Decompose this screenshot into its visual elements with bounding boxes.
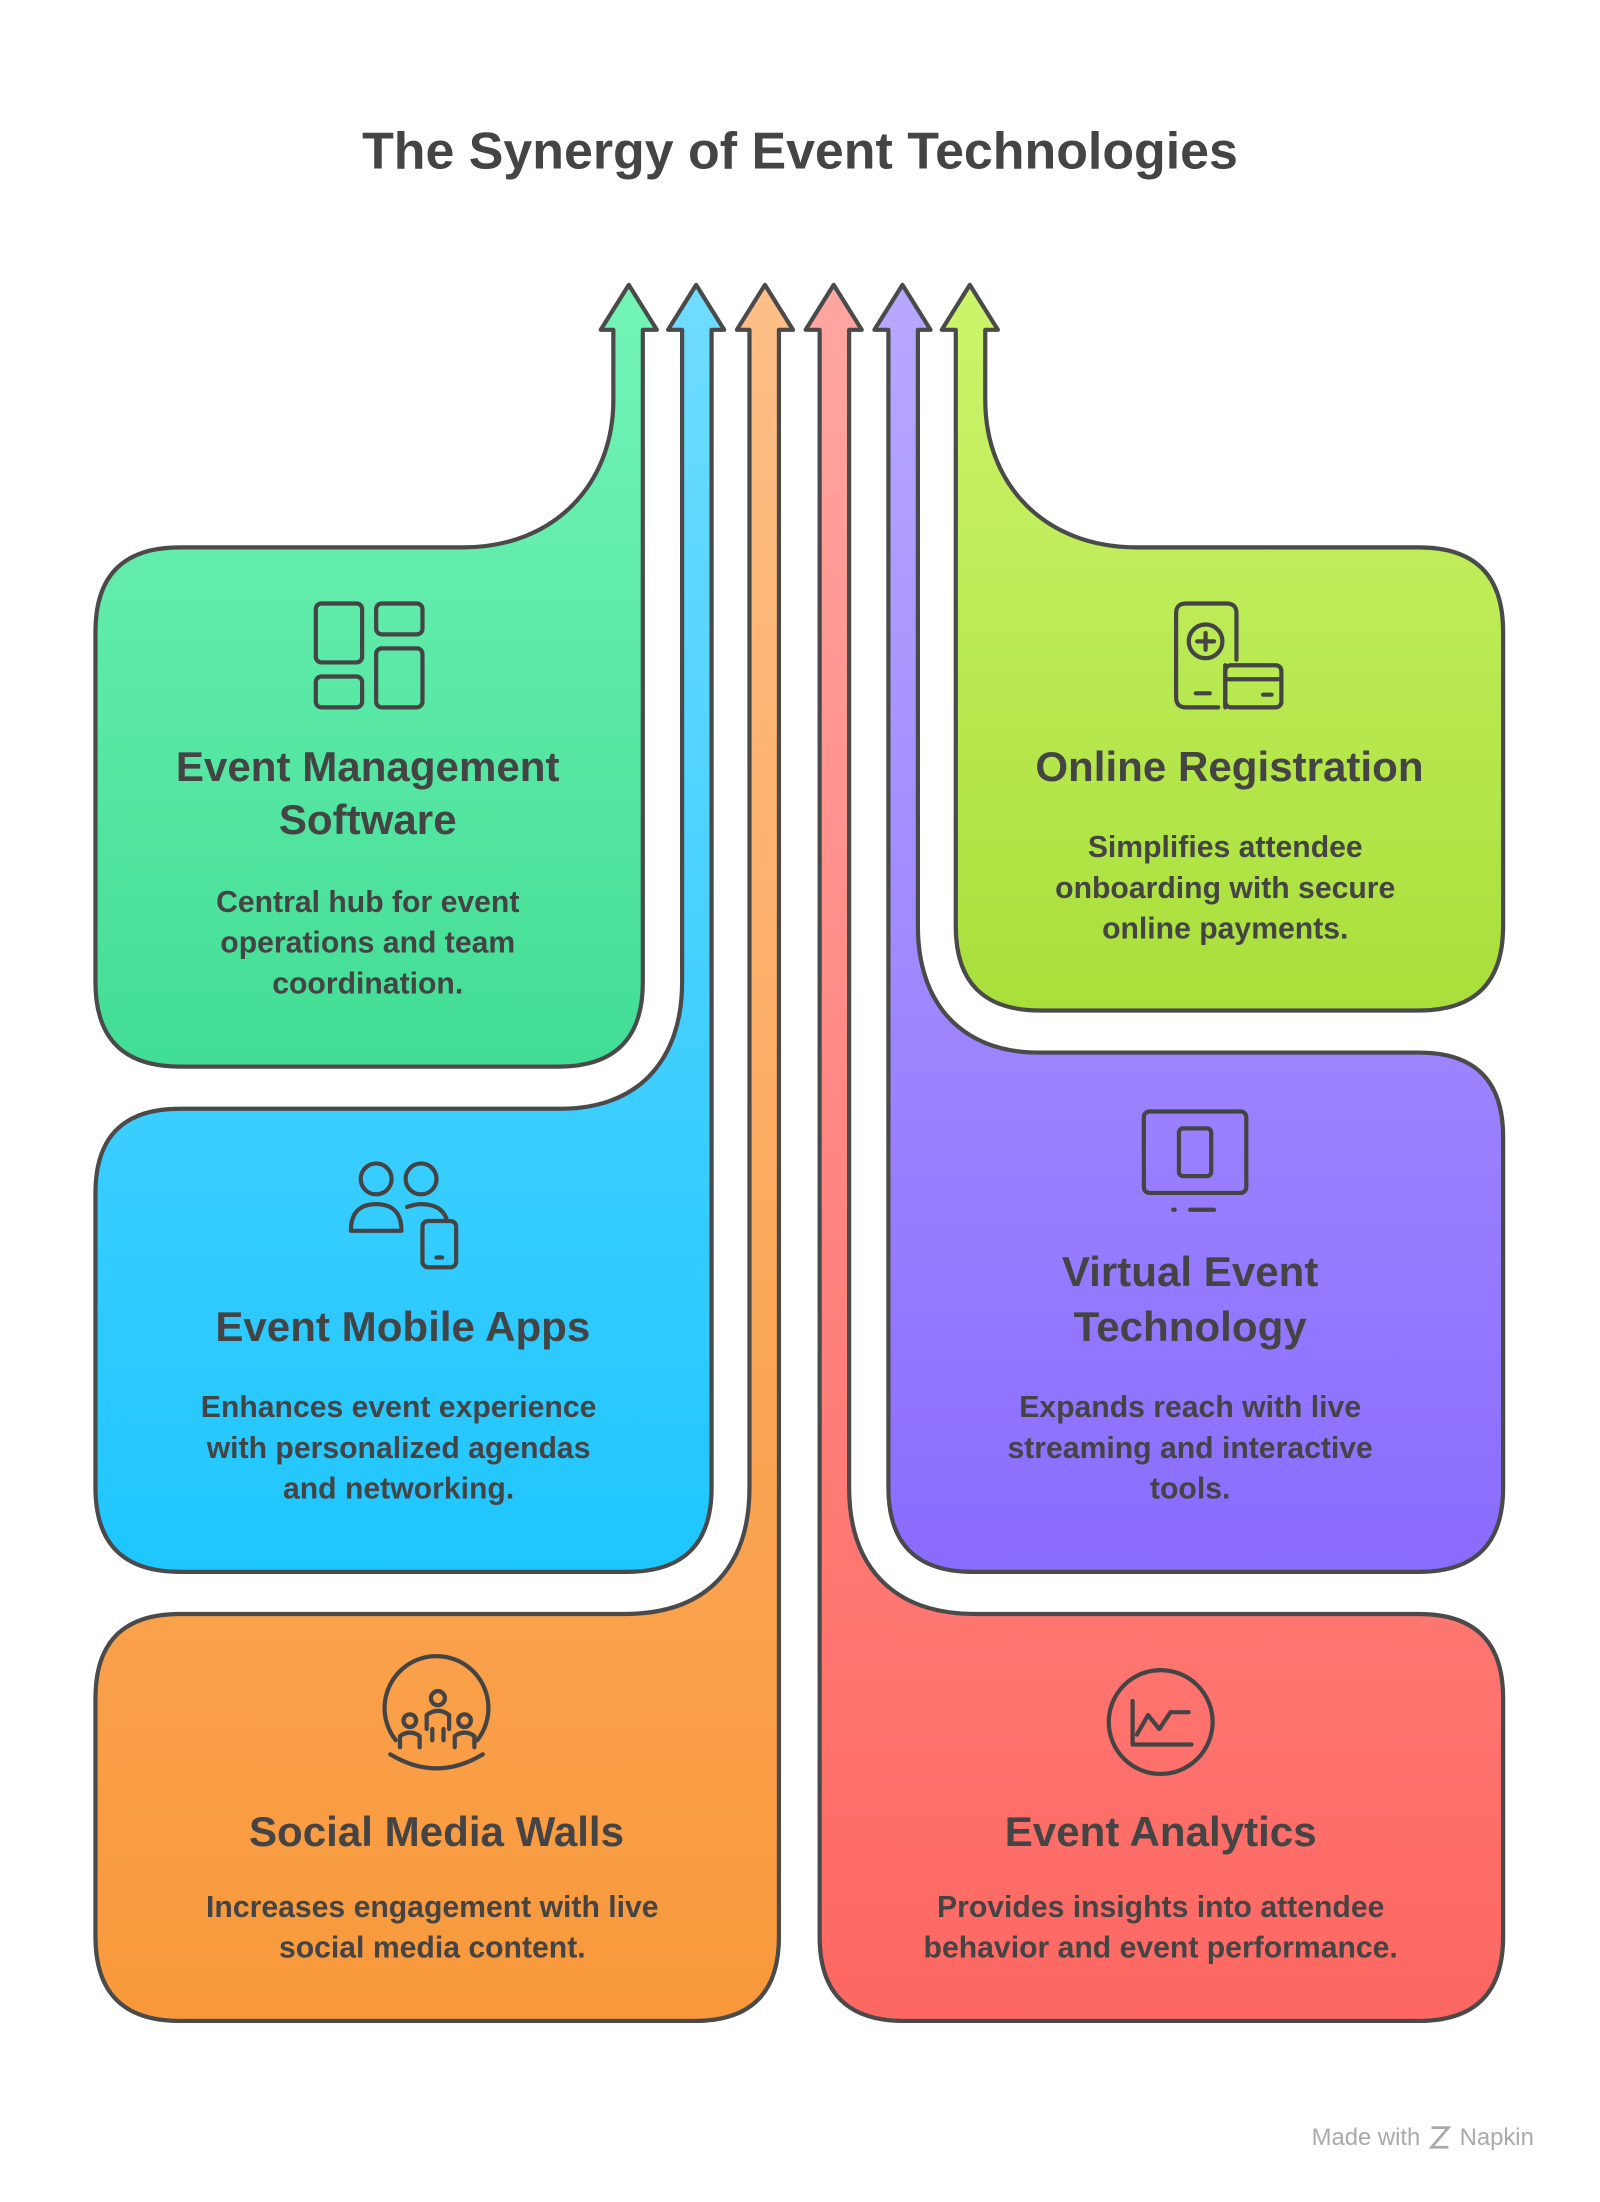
card-title: Event Analytics (1005, 1808, 1317, 1855)
watermark: Made with Napkin (1312, 2124, 1534, 2151)
card-text-event-mobile-apps: Event Mobile Apps Enhances event experie… (201, 1303, 597, 1506)
card-description: streaming and interactive (1007, 1432, 1372, 1465)
card-title: Event Mobile Apps (215, 1303, 590, 1350)
card-text-virtual-event-technology: Virtual Event Technology Expands reach w… (1007, 1248, 1372, 1506)
card-text-online-registration: Online Registration Simplifies attendee … (1035, 743, 1423, 946)
card-description: Increases engagement with live (206, 1891, 659, 1924)
card-title: Virtual Event (1062, 1248, 1319, 1295)
card-text-event-analytics: Event Analytics Provides insights into a… (924, 1808, 1398, 1964)
card-description: coordination. (272, 967, 463, 1000)
card-title: Social Media Walls (249, 1808, 624, 1855)
card-virtual-event-technology (872, 282, 1506, 1574)
community-icon (382, 1654, 491, 1771)
analytics-chart-icon (1106, 1667, 1215, 1777)
phone-payment-icon (1174, 601, 1284, 710)
card-description: online payments. (1102, 913, 1348, 946)
card-title: Technology (1074, 1303, 1308, 1350)
card-description: and networking. (283, 1473, 514, 1506)
users-phone-icon (348, 1161, 459, 1270)
monitor-icon (1141, 1109, 1249, 1212)
card-description: tools. (1150, 1473, 1230, 1506)
napkin-logo-icon (1428, 2126, 1452, 2149)
dashboard-layout-icon (313, 601, 425, 710)
card-text-social-media-walls: Social Media Walls Increases engagement … (206, 1808, 659, 1964)
watermark-text: Made with (1312, 2124, 1421, 2151)
card-description: behavior and event performance. (924, 1931, 1398, 1964)
card-description: Simplifies attendee (1088, 831, 1363, 864)
card-title: Online Registration (1035, 743, 1423, 790)
watermark-brand: Napkin (1460, 2124, 1534, 2151)
card-description: Enhances event experience (201, 1391, 597, 1424)
card-description: onboarding with secure (1055, 872, 1395, 905)
card-title: Software (279, 796, 457, 843)
card-event-analytics (803, 282, 1506, 2024)
card-description: social media content. (279, 1931, 586, 1964)
card-title: Event Management (176, 743, 560, 790)
page-title: The Synergy of Event Technologies (362, 123, 1238, 181)
card-text-event-management-software: Event Management Software Central hub fo… (176, 743, 560, 1001)
card-description: Provides insights into attendee (937, 1891, 1384, 1924)
card-description: with personalized agendas (206, 1432, 591, 1465)
card-event-mobile-apps (93, 282, 727, 1574)
card-description: operations and team (220, 927, 515, 960)
card-description: Expands reach with live (1019, 1391, 1361, 1424)
card-social-media-walls (93, 282, 796, 2024)
card-description: Central hub for event (216, 886, 519, 919)
